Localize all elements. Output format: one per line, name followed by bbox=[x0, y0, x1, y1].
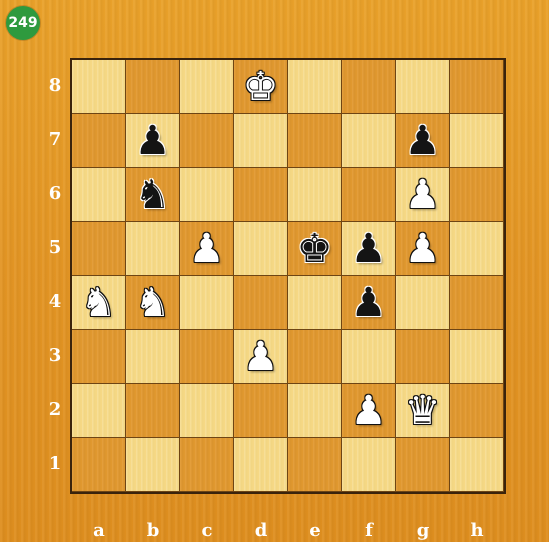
white-knight-a4[interactable]: ♞ bbox=[81, 283, 117, 323]
black-pawn-b7[interactable]: ♟ bbox=[135, 121, 171, 161]
square-f4[interactable]: ♟ bbox=[342, 276, 396, 330]
white-king-d8[interactable]: ♚ bbox=[243, 67, 279, 107]
square-c6[interactable] bbox=[180, 168, 234, 222]
black-knight-b6[interactable]: ♞ bbox=[135, 175, 171, 215]
square-f5[interactable]: ♟ bbox=[342, 222, 396, 276]
square-h4[interactable] bbox=[450, 276, 504, 330]
square-e8[interactable] bbox=[288, 60, 342, 114]
square-g3[interactable] bbox=[396, 330, 450, 384]
square-d7[interactable] bbox=[234, 114, 288, 168]
square-c1[interactable] bbox=[180, 438, 234, 492]
square-a1[interactable] bbox=[72, 438, 126, 492]
square-g6[interactable]: ♟ bbox=[396, 168, 450, 222]
square-g8[interactable] bbox=[396, 60, 450, 114]
square-c2[interactable] bbox=[180, 384, 234, 438]
square-h5[interactable] bbox=[450, 222, 504, 276]
square-b4[interactable]: ♞ bbox=[126, 276, 180, 330]
square-a2[interactable] bbox=[72, 384, 126, 438]
square-g5[interactable]: ♟ bbox=[396, 222, 450, 276]
file-label-d: d bbox=[234, 520, 288, 541]
square-g4[interactable] bbox=[396, 276, 450, 330]
file-label-e: e bbox=[288, 520, 342, 541]
square-e6[interactable] bbox=[288, 168, 342, 222]
square-g1[interactable] bbox=[396, 438, 450, 492]
rank-label-2: 2 bbox=[46, 399, 64, 420]
rank-label-5: 5 bbox=[46, 237, 64, 258]
square-c3[interactable] bbox=[180, 330, 234, 384]
square-e7[interactable] bbox=[288, 114, 342, 168]
square-c5[interactable]: ♟ bbox=[180, 222, 234, 276]
white-pawn-f2[interactable]: ♟ bbox=[351, 391, 387, 431]
black-pawn-g7[interactable]: ♟ bbox=[405, 121, 441, 161]
square-f2[interactable]: ♟ bbox=[342, 384, 396, 438]
rank-label-4: 4 bbox=[46, 291, 64, 312]
square-a6[interactable] bbox=[72, 168, 126, 222]
square-e1[interactable] bbox=[288, 438, 342, 492]
white-queen-g2[interactable]: ♛ bbox=[405, 391, 441, 431]
square-f6[interactable] bbox=[342, 168, 396, 222]
file-label-h: h bbox=[450, 520, 504, 541]
square-d8[interactable]: ♚ bbox=[234, 60, 288, 114]
square-c8[interactable] bbox=[180, 60, 234, 114]
white-pawn-g6[interactable]: ♟ bbox=[405, 175, 441, 215]
rank-label-3: 3 bbox=[46, 345, 64, 366]
square-b2[interactable] bbox=[126, 384, 180, 438]
white-pawn-c5[interactable]: ♟ bbox=[189, 229, 225, 269]
square-b1[interactable] bbox=[126, 438, 180, 492]
square-h1[interactable] bbox=[450, 438, 504, 492]
rank-label-7: 7 bbox=[46, 129, 64, 150]
rank-label-6: 6 bbox=[46, 183, 64, 204]
square-a7[interactable] bbox=[72, 114, 126, 168]
square-b3[interactable] bbox=[126, 330, 180, 384]
white-knight-b4[interactable]: ♞ bbox=[135, 283, 171, 323]
square-h8[interactable] bbox=[450, 60, 504, 114]
file-label-c: c bbox=[180, 520, 234, 541]
square-e5[interactable]: ♚ bbox=[288, 222, 342, 276]
square-g7[interactable]: ♟ bbox=[396, 114, 450, 168]
square-d6[interactable] bbox=[234, 168, 288, 222]
square-c7[interactable] bbox=[180, 114, 234, 168]
square-f1[interactable] bbox=[342, 438, 396, 492]
file-label-b: b bbox=[126, 520, 180, 541]
square-d2[interactable] bbox=[234, 384, 288, 438]
square-d4[interactable] bbox=[234, 276, 288, 330]
black-pawn-f4[interactable]: ♟ bbox=[351, 283, 387, 323]
square-a5[interactable] bbox=[72, 222, 126, 276]
square-f8[interactable] bbox=[342, 60, 396, 114]
square-h2[interactable] bbox=[450, 384, 504, 438]
square-a4[interactable]: ♞ bbox=[72, 276, 126, 330]
chess-board: ♚ ♟ ♟ ♞ ♟ ♟ ♚ ♟ ♟ ♞ ♞ ♟ ♟ ♟ ♛ bbox=[70, 58, 506, 494]
file-label-f: f bbox=[342, 520, 396, 541]
square-g2[interactable]: ♛ bbox=[396, 384, 450, 438]
square-e4[interactable] bbox=[288, 276, 342, 330]
square-c4[interactable] bbox=[180, 276, 234, 330]
square-e2[interactable] bbox=[288, 384, 342, 438]
black-pawn-f5[interactable]: ♟ bbox=[351, 229, 387, 269]
square-d5[interactable] bbox=[234, 222, 288, 276]
square-h6[interactable] bbox=[450, 168, 504, 222]
square-b6[interactable]: ♞ bbox=[126, 168, 180, 222]
square-h7[interactable] bbox=[450, 114, 504, 168]
square-a8[interactable] bbox=[72, 60, 126, 114]
square-f7[interactable] bbox=[342, 114, 396, 168]
puzzle-number-badge: 249 bbox=[6, 6, 40, 40]
square-d3[interactable]: ♟ bbox=[234, 330, 288, 384]
rank-label-8: 8 bbox=[46, 75, 64, 96]
file-label-g: g bbox=[396, 520, 450, 541]
square-a3[interactable] bbox=[72, 330, 126, 384]
white-pawn-g5[interactable]: ♟ bbox=[405, 229, 441, 269]
square-f3[interactable] bbox=[342, 330, 396, 384]
file-label-a: a bbox=[72, 520, 126, 541]
square-d1[interactable] bbox=[234, 438, 288, 492]
black-king-e5[interactable]: ♚ bbox=[297, 229, 333, 269]
square-b7[interactable]: ♟ bbox=[126, 114, 180, 168]
rank-label-1: 1 bbox=[46, 453, 64, 474]
white-pawn-d3[interactable]: ♟ bbox=[243, 337, 279, 377]
square-h3[interactable] bbox=[450, 330, 504, 384]
square-e3[interactable] bbox=[288, 330, 342, 384]
square-b8[interactable] bbox=[126, 60, 180, 114]
square-b5[interactable] bbox=[126, 222, 180, 276]
